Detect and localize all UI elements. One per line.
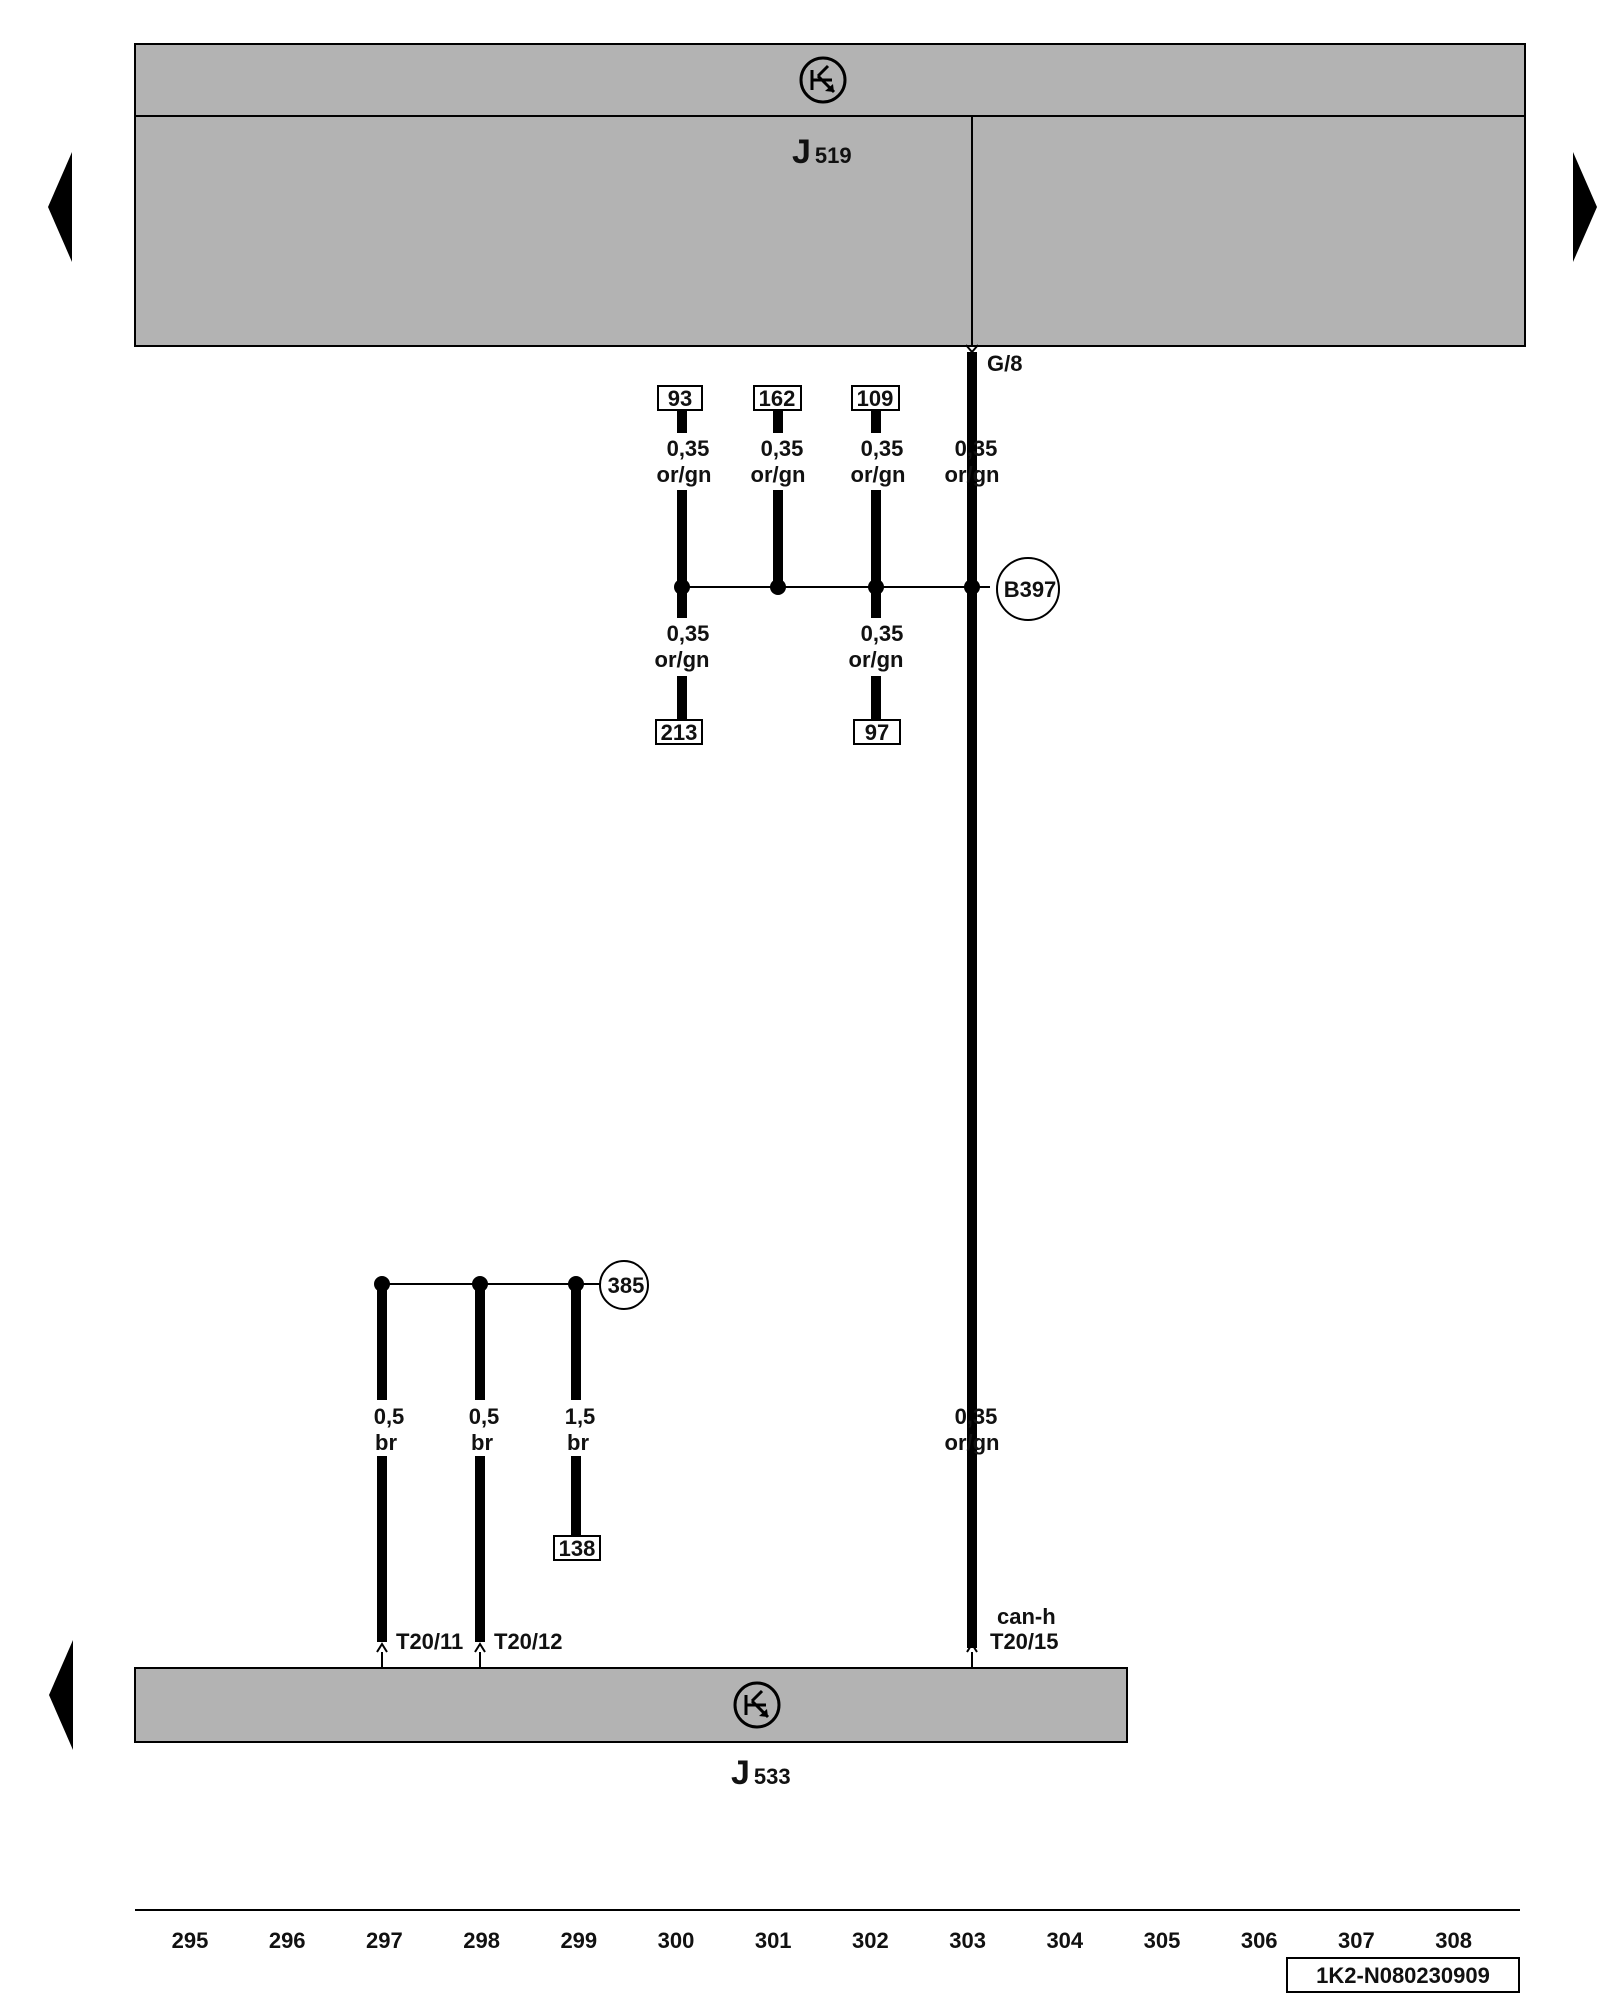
j519-body bbox=[134, 115, 1526, 347]
column-number: 304 bbox=[1046, 1928, 1083, 1953]
pin-t20-11-marker bbox=[376, 1642, 388, 1653]
splice-node bbox=[770, 579, 786, 595]
svg-text:0,35: 0,35 bbox=[861, 436, 904, 461]
column-number: 303 bbox=[949, 1928, 986, 1953]
svg-text:0,35: 0,35 bbox=[667, 436, 710, 461]
svg-text:or/gn: or/gn bbox=[945, 462, 1000, 487]
column-number: 299 bbox=[560, 1928, 597, 1953]
svg-text:or/gn: or/gn bbox=[657, 462, 712, 487]
ref-97[interactable]: 97 bbox=[853, 719, 901, 745]
wire-label-97: 0,35 or/gn bbox=[849, 621, 904, 672]
connection-385[interactable]: 385 bbox=[599, 1260, 649, 1310]
svg-text:0,35: 0,35 bbox=[761, 436, 804, 461]
wire-label-109: 0,35 or/gn bbox=[851, 436, 906, 487]
wire-label-138: 1,5 br bbox=[565, 1404, 596, 1455]
column-number: 307 bbox=[1338, 1928, 1375, 1953]
ref-162[interactable]: 162 bbox=[753, 385, 802, 411]
svg-text:0,35: 0,35 bbox=[955, 436, 998, 461]
column-number: 306 bbox=[1241, 1928, 1278, 1953]
ref-138[interactable]: 138 bbox=[553, 1535, 601, 1561]
svg-text:0,35: 0,35 bbox=[955, 1404, 998, 1429]
j533-body bbox=[134, 1667, 1128, 1743]
svg-text:1,5: 1,5 bbox=[565, 1404, 596, 1429]
wire-label-303-bottom: 0,35 or/gn bbox=[945, 1404, 1000, 1455]
svg-text:B397: B397 bbox=[1004, 577, 1057, 602]
next-page-arrow[interactable] bbox=[1573, 152, 1597, 262]
wire-label-298: 0,5 br bbox=[469, 1404, 500, 1455]
svg-text:or/gn: or/gn bbox=[851, 462, 906, 487]
svg-text:br: br bbox=[567, 1430, 589, 1455]
wire-label-297: 0,5 br bbox=[374, 1404, 405, 1455]
column-numbers: 295 296 297 298 299 300 301 302 303 304 305 306 307 3… bbox=[172, 1928, 1472, 1953]
prev-page-arrow[interactable] bbox=[48, 152, 72, 262]
column-number: 301 bbox=[755, 1928, 792, 1953]
pin-t20-15-label: T20/15 bbox=[990, 1629, 1059, 1654]
svg-text:97: 97 bbox=[865, 720, 889, 745]
svg-text:162: 162 bbox=[759, 386, 796, 411]
svg-text:109: 109 bbox=[857, 386, 894, 411]
pin-t20-15-marker bbox=[966, 1642, 978, 1653]
wire-label-162: 0,35 or/gn bbox=[751, 436, 806, 487]
pin-t20-11-label: T20/11 bbox=[396, 1629, 463, 1654]
column-number: 302 bbox=[852, 1928, 889, 1953]
pin-t20-12-marker bbox=[474, 1642, 486, 1653]
svg-text:213: 213 bbox=[661, 720, 698, 745]
ref-93[interactable]: 93 bbox=[657, 385, 703, 411]
column-number: 305 bbox=[1144, 1928, 1181, 1953]
control-unit-icon bbox=[799, 56, 847, 104]
column-number: 295 bbox=[172, 1928, 209, 1953]
svg-text:or/gn: or/gn bbox=[945, 1430, 1000, 1455]
wire-label-213: 0,35 or/gn bbox=[655, 621, 710, 672]
svg-text:br: br bbox=[471, 1430, 493, 1455]
column-number: 308 bbox=[1435, 1928, 1472, 1953]
svg-text:br: br bbox=[375, 1430, 397, 1455]
diagram-code-box: 1K2-N080230909 bbox=[1286, 1957, 1520, 1993]
svg-text:or/gn: or/gn bbox=[849, 647, 904, 672]
svg-text:0,5: 0,5 bbox=[469, 1404, 500, 1429]
column-number: 300 bbox=[658, 1928, 695, 1953]
column-number: 298 bbox=[463, 1928, 500, 1953]
svg-text:1K2-N080230909: 1K2-N080230909 bbox=[1316, 1963, 1490, 1988]
column-number: 297 bbox=[366, 1928, 403, 1953]
connection-b397[interactable]: B397 bbox=[996, 557, 1060, 621]
column-number: 296 bbox=[269, 1928, 306, 1953]
pin-t20-12-label: T20/12 bbox=[494, 1629, 563, 1654]
svg-text:or/gn: or/gn bbox=[751, 462, 806, 487]
control-unit-icon bbox=[733, 1681, 781, 1729]
pin-t20-15-signal: can-h bbox=[997, 1604, 1056, 1629]
pin-g8-label: G/8 bbox=[987, 351, 1022, 376]
ref-213[interactable]: 213 bbox=[655, 719, 703, 745]
ref-109[interactable]: 109 bbox=[851, 385, 900, 411]
splice-node bbox=[964, 579, 980, 595]
wire-label-93: 0,35 or/gn bbox=[657, 436, 712, 487]
svg-text:0,5: 0,5 bbox=[374, 1404, 405, 1429]
svg-text:138: 138 bbox=[559, 1536, 596, 1561]
svg-text:0,35: 0,35 bbox=[667, 621, 710, 646]
svg-text:0,35: 0,35 bbox=[861, 621, 904, 646]
svg-text:or/gn: or/gn bbox=[655, 647, 710, 672]
svg-text:93: 93 bbox=[668, 386, 692, 411]
svg-text:385: 385 bbox=[608, 1273, 645, 1298]
wire-label-303-top: 0,35 or/gn bbox=[945, 436, 1000, 487]
prev-page-arrow-lower[interactable] bbox=[49, 1640, 73, 1750]
